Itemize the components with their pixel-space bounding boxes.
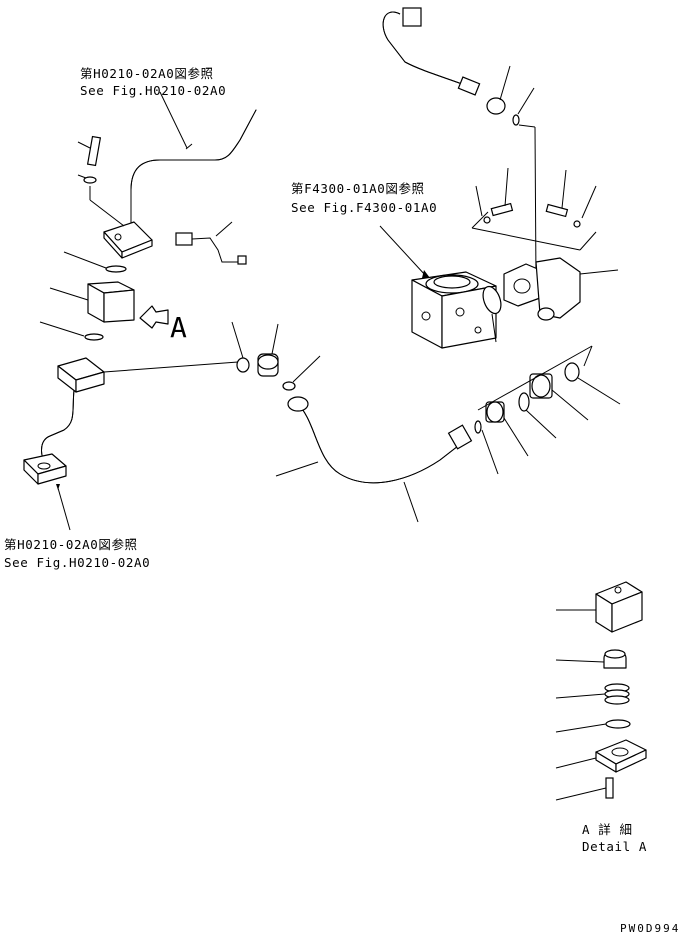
sensor-oring: [512, 114, 520, 126]
detail-a-caption: A 詳 細 Detail A: [582, 822, 647, 854]
reference-valve-en: See Fig.F4300-01A0: [291, 200, 437, 215]
block-oring-top: [105, 265, 127, 273]
hose-sensor: [175, 232, 193, 246]
reference-bottom-en: See Fig.H0210-02A0: [4, 555, 150, 570]
hose-end-right: [447, 424, 473, 450]
view-a-arrow: [139, 305, 169, 329]
detail-spring: [604, 683, 630, 705]
drawing-code: PW0D994: [620, 922, 680, 934]
sensor-nut: [486, 97, 506, 115]
flex-hose: [275, 396, 473, 523]
reference-valve: 第F4300-01A0図参照 See Fig.F4300-01A0: [291, 181, 437, 215]
reference-top-hose: 第H0210-02A0図参照 See Fig.H0210-02A0: [80, 66, 226, 98]
adapter-flange: [503, 263, 541, 307]
bolt-left: [490, 202, 514, 217]
reference-top-en: See Fig.H0210-02A0: [80, 83, 226, 98]
flange-bolt: [86, 135, 102, 167]
right-fittings: [474, 345, 621, 475]
hose-sensor-wire: [191, 237, 240, 263]
detail-a-exploded-view: [555, 581, 647, 801]
oring-e: [518, 392, 530, 412]
flange-washer: [83, 176, 97, 184]
oring-g: [564, 362, 580, 382]
reference-valve-jp: 第F4300-01A0図参照: [291, 181, 425, 196]
lower-hose-assembly: [23, 357, 239, 531]
oring-b: [282, 381, 296, 391]
valve-oring: [482, 285, 502, 315]
detail-bolt: [605, 777, 614, 799]
oring-c: [474, 420, 482, 434]
sensor-harness: [382, 7, 537, 283]
right-flange-group: [471, 167, 619, 321]
upper-hose-assembly: [77, 91, 257, 265]
sensor-body: [457, 76, 481, 96]
reference-bottom-jp: 第H0210-02A0図参照: [4, 537, 138, 552]
bolt-right: [545, 203, 569, 218]
adapter-port: [537, 307, 555, 321]
reference-bottom-hose: 第H0210-02A0図参照 See Fig.H0210-02A0: [4, 537, 150, 570]
detail-caption-jp: A 詳 細: [582, 822, 633, 837]
view-marker-label: A: [170, 311, 187, 344]
block-oring-bottom: [84, 333, 104, 341]
detail-caption-en: Detail A: [582, 839, 647, 854]
reference-top-jp: 第H0210-02A0図参照: [80, 66, 214, 81]
connector-plug: [402, 7, 422, 27]
detail-oring: [605, 719, 631, 729]
oring-a: [236, 357, 250, 373]
center-fittings: [231, 321, 321, 391]
left-block-group: [39, 251, 169, 341]
valve-block: [379, 225, 502, 349]
hose-end-left: [287, 396, 309, 412]
